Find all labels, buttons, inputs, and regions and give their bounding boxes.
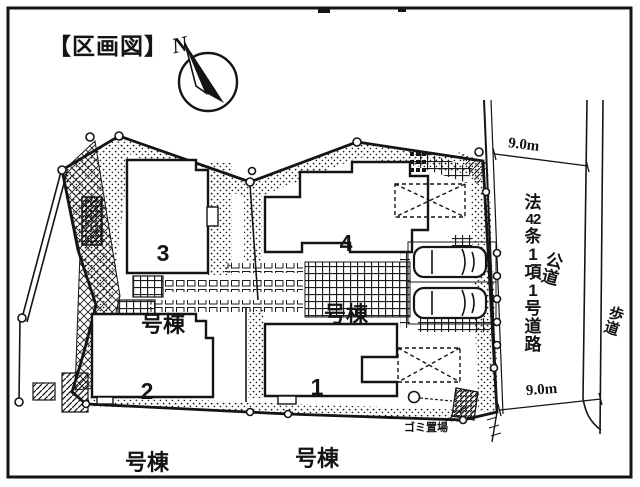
- building-4-number: 4: [339, 229, 353, 256]
- garbage-area: [407, 387, 479, 422]
- boundary-lines: [18, 99, 604, 443]
- tiny-annotation-marks: [410, 152, 426, 172]
- building-2-porch: [96, 396, 114, 405]
- building-1-suffix: 号棟: [294, 445, 339, 471]
- building-3-label: 3 号棟: [121, 193, 205, 384]
- building-1-porch: [277, 395, 297, 405]
- survey-points: [14, 131, 502, 425]
- building-2-number: 2: [140, 377, 154, 404]
- car-icon: [412, 245, 488, 279]
- building-4-label: 4 号棟: [304, 183, 388, 374]
- building-1-number: 1: [310, 373, 324, 400]
- border-notch: [318, 8, 330, 13]
- building-2-footprint: [90, 312, 215, 399]
- road-width-bottom-label: 9.0m: [525, 380, 558, 400]
- building-1-label: 1 号棟: [275, 327, 359, 487]
- building-3-number: 3: [156, 239, 170, 266]
- building-4-footprint: [263, 160, 430, 254]
- building-2-suffix: 号棟: [124, 449, 169, 475]
- car-icon: [412, 286, 488, 320]
- page-title: 【区画図】: [48, 33, 168, 59]
- building-1-footprint: [263, 322, 399, 398]
- building-3-suffix: 号棟: [140, 311, 185, 337]
- road-width-top-label: 9.0m: [507, 135, 541, 155]
- building-3-porch: [206, 206, 219, 227]
- border-notch: [398, 8, 406, 12]
- building-4-suffix: 号棟: [323, 301, 368, 327]
- building-3-footprint: [125, 158, 210, 275]
- building-footprints: [90, 158, 430, 405]
- compass-icon: [177, 42, 239, 113]
- parking-area: [407, 241, 497, 325]
- garbage-area-label: ゴミ置場: [404, 422, 448, 434]
- building-2-label: 2 号棟: [105, 331, 189, 487]
- road-classification-label: 法 42 条 1 項 1 号 道 路: [524, 193, 542, 354]
- dashed-parking-spaces: [394, 183, 466, 383]
